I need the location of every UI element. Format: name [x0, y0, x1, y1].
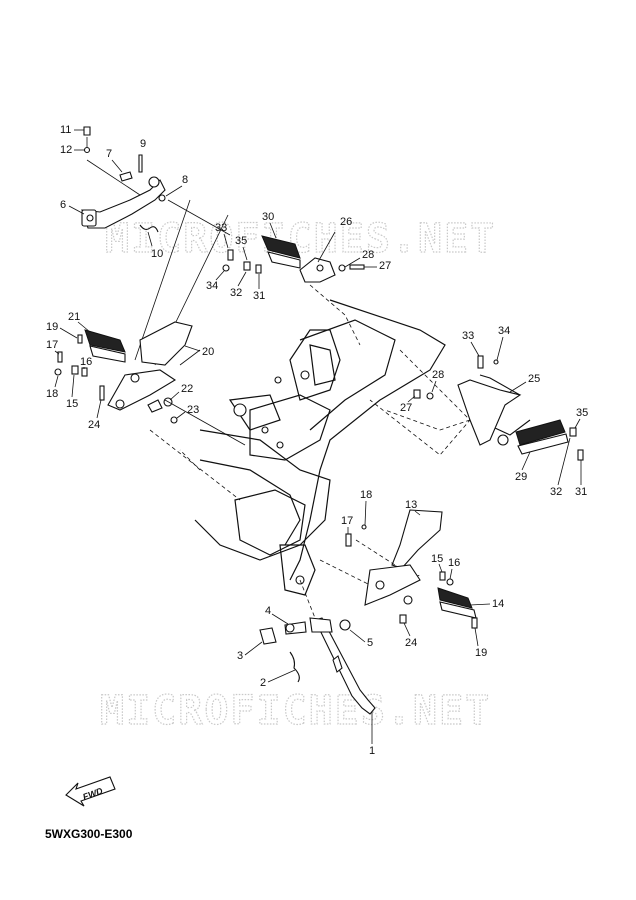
callout-8: 8	[182, 174, 188, 186]
callout-6: 6	[60, 199, 66, 211]
callout-2: 2	[260, 677, 266, 689]
fwd-arrow: FWD	[65, 776, 116, 807]
callout-20: 20	[202, 346, 214, 358]
callout-18-left: 18	[46, 388, 58, 400]
watermark-bottom: MICROFICHES.NET	[100, 688, 491, 734]
callout-3: 3	[237, 650, 243, 662]
callout-19-left: 19	[46, 321, 58, 333]
callout-1: 1	[369, 745, 375, 757]
callout-34-right: 34	[498, 325, 510, 337]
callout-27-right: 27	[400, 402, 412, 414]
callout-24-left: 24	[88, 419, 100, 431]
callout-27-top: 27	[379, 260, 391, 272]
callout-9: 9	[140, 138, 146, 150]
callout-29: 29	[515, 471, 527, 483]
callout-11: 11	[60, 124, 71, 136]
passenger-footrest-left	[222, 231, 365, 346]
callout-7: 7	[106, 148, 112, 160]
callout-15-right: 15	[431, 553, 443, 565]
rider-footrest-left	[54, 321, 246, 501]
callout-31-right: 31	[575, 486, 587, 498]
callout-35-right: 35	[576, 407, 588, 419]
passenger-footrest-right	[384, 355, 584, 461]
callout-28-top: 28	[362, 249, 374, 261]
callout-26: 26	[340, 216, 352, 228]
callout-15-left: 15	[66, 398, 78, 410]
callout-32-top: 32	[230, 287, 242, 299]
callout-17-left: 17	[46, 339, 58, 351]
callout-28-right: 28	[432, 369, 444, 381]
callout-21: 21	[68, 311, 80, 323]
callout-13: 13	[405, 499, 417, 511]
sidestand-group	[259, 579, 376, 715]
callout-4: 4	[265, 605, 271, 617]
callout-17-right: 17	[341, 515, 353, 527]
callout-31-top: 31	[253, 290, 265, 302]
callout-25: 25	[528, 373, 540, 385]
callouts: 11 12 7 9 8 6 10 30 26 33 35 28 27 34 32…	[46, 124, 588, 757]
callout-16-left: 16	[80, 356, 92, 368]
callout-35-top: 35	[235, 235, 247, 247]
callout-32-right: 32	[550, 486, 562, 498]
callout-33-top: 33	[215, 222, 227, 234]
callout-22: 22	[181, 383, 193, 395]
rider-footrest-right	[345, 509, 478, 629]
callout-34-top: 34	[206, 280, 218, 292]
watermark-top: MICROFICHES.NET	[105, 216, 496, 262]
callout-14: 14	[492, 598, 504, 610]
callout-19-right: 19	[475, 647, 487, 659]
diagram-code: 5WXG300-E300	[45, 827, 133, 841]
callout-18-right: 18	[360, 489, 372, 501]
callout-30: 30	[262, 211, 274, 223]
callout-33-right: 33	[462, 330, 474, 342]
callout-10: 10	[151, 248, 163, 260]
callout-12: 12	[60, 144, 72, 156]
callout-24-right: 24	[405, 637, 417, 649]
frame-assembly	[179, 299, 471, 596]
callout-5: 5	[367, 637, 373, 649]
callout-16-right: 16	[448, 557, 460, 569]
callout-23: 23	[187, 404, 199, 416]
brake-pedal-group	[81, 126, 231, 366]
